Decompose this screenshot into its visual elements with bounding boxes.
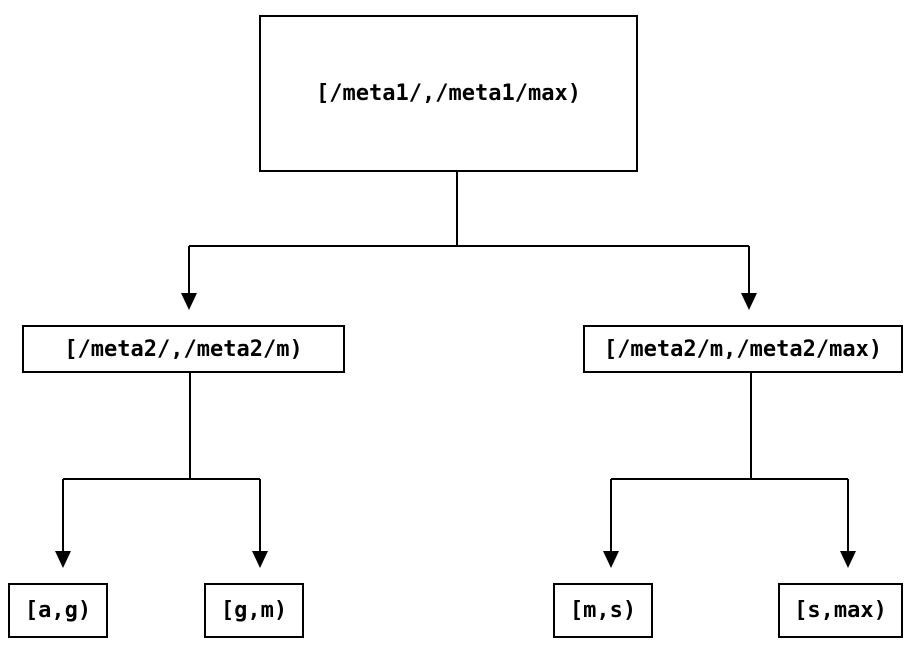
- arrow-down-icon: [55, 551, 71, 568]
- node-label: [g,m): [220, 598, 288, 623]
- arrow-down-icon: [252, 551, 268, 568]
- tree-node-leaf-smax: [s,max): [778, 583, 903, 638]
- node-label: [/meta2/,/meta2/m): [64, 336, 303, 362]
- arrow-down-icon: [840, 551, 856, 568]
- arrow-down-icon: [741, 293, 757, 310]
- node-label: [/meta1/,/meta1/max): [316, 81, 581, 106]
- tree-node-root: [/meta1/,/meta1/max): [259, 15, 638, 172]
- arrow-down-icon: [603, 551, 619, 568]
- arrow-down-icon: [181, 293, 197, 310]
- tree-node-meta2-high: [/meta2/m,/meta2/max): [583, 325, 903, 373]
- tree-node-leaf-ms: [m,s): [553, 583, 653, 638]
- node-label: [/meta2/m,/meta2/max): [603, 336, 883, 362]
- node-label: [m,s): [569, 598, 637, 623]
- tree-node-leaf-ag: [a,g): [8, 583, 108, 638]
- tree-node-meta2-low: [/meta2/,/meta2/m): [22, 325, 345, 373]
- node-label: [a,g): [24, 598, 92, 623]
- node-label: [s,max): [794, 598, 887, 623]
- tree-node-leaf-gm: [g,m): [204, 583, 304, 638]
